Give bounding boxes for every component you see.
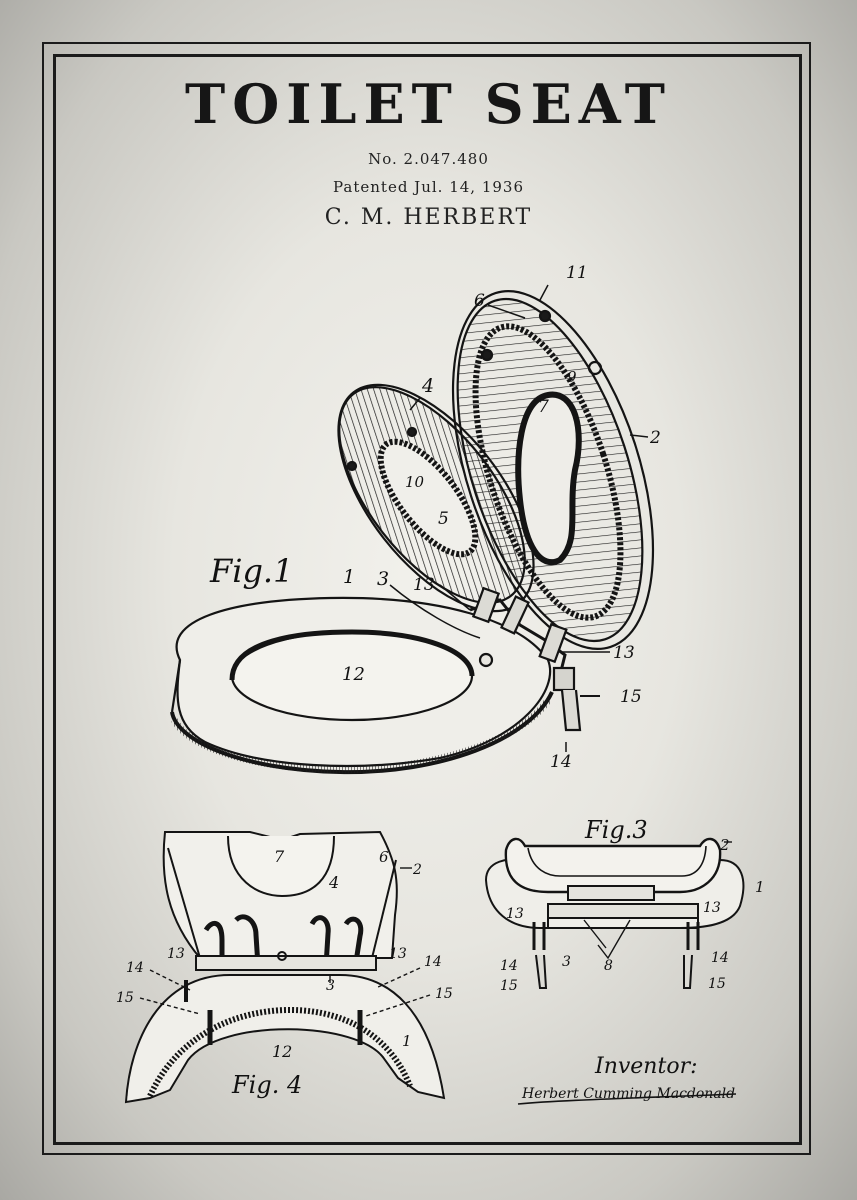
figure-3-label: Fig.3 bbox=[584, 816, 648, 844]
svg-text:13: 13 bbox=[413, 575, 435, 595]
svg-text:15: 15 bbox=[116, 990, 134, 1006]
seat-base-illustration bbox=[170, 596, 554, 775]
patent-date: Patented Jul. 14, 1936 bbox=[332, 178, 524, 196]
svg-text:9: 9 bbox=[567, 368, 577, 386]
svg-text:13: 13 bbox=[167, 946, 185, 962]
svg-text:7: 7 bbox=[274, 847, 285, 866]
svg-text:1: 1 bbox=[343, 566, 355, 588]
poster-title: TOILET SEAT bbox=[185, 72, 672, 136]
svg-text:6: 6 bbox=[474, 291, 485, 311]
figure-4-part-labels: 7 4 6 2 13 13 14 14 15 15 3 12 1 bbox=[116, 847, 453, 1061]
figure-1-label: Fig.1 bbox=[209, 552, 293, 590]
svg-text:4: 4 bbox=[328, 873, 339, 892]
svg-text:1: 1 bbox=[755, 878, 765, 896]
svg-text:3: 3 bbox=[377, 568, 389, 590]
svg-text:4: 4 bbox=[421, 375, 434, 397]
svg-text:14: 14 bbox=[126, 960, 144, 976]
svg-text:14: 14 bbox=[424, 954, 442, 970]
svg-text:13: 13 bbox=[389, 946, 407, 962]
svg-text:11: 11 bbox=[566, 263, 588, 283]
inventor-name: C. M. HERBERT bbox=[324, 205, 533, 230]
svg-text:15: 15 bbox=[435, 986, 453, 1002]
figure-1-drawing bbox=[170, 284, 655, 775]
svg-text:12: 12 bbox=[272, 1042, 292, 1061]
svg-text:14: 14 bbox=[711, 950, 729, 966]
figure-3-part-labels: 2 1 13 13 14 14 3 8 15 15 bbox=[500, 836, 765, 994]
svg-text:3: 3 bbox=[326, 978, 335, 994]
figure-3-drawing bbox=[484, 837, 745, 989]
signature-underline bbox=[517, 1093, 737, 1105]
svg-text:2: 2 bbox=[649, 428, 661, 448]
svg-text:14: 14 bbox=[500, 958, 518, 974]
svg-text:15: 15 bbox=[620, 687, 642, 707]
svg-text:13: 13 bbox=[613, 643, 635, 663]
signature-heading: Inventor: bbox=[594, 1054, 698, 1079]
inner-border bbox=[53, 54, 802, 1145]
svg-text:13: 13 bbox=[506, 906, 524, 922]
svg-text:1: 1 bbox=[402, 1032, 412, 1050]
hinge-illustration bbox=[469, 586, 600, 732]
svg-text:6: 6 bbox=[379, 848, 389, 866]
svg-text:15: 15 bbox=[708, 976, 726, 992]
figure-4-drawing bbox=[124, 830, 446, 1104]
svg-text:14: 14 bbox=[550, 752, 572, 772]
figure-1-part-labels: 11 6 2 4 9 7 10 5 1 3 13 13 15 14 12 bbox=[342, 263, 661, 772]
svg-text:15: 15 bbox=[500, 978, 518, 994]
svg-text:5: 5 bbox=[438, 509, 449, 529]
patent-number: No. 2.047.480 bbox=[368, 150, 489, 168]
svg-text:10: 10 bbox=[405, 473, 425, 491]
svg-text:2: 2 bbox=[719, 836, 730, 854]
signature-name: Herbert Cumming Macdonald bbox=[521, 1086, 735, 1102]
svg-text:8: 8 bbox=[604, 958, 613, 974]
svg-text:3: 3 bbox=[562, 954, 571, 970]
outer-border bbox=[42, 42, 811, 1155]
svg-text:2: 2 bbox=[412, 862, 422, 878]
svg-text:7: 7 bbox=[538, 397, 549, 417]
svg-text:12: 12 bbox=[342, 664, 365, 685]
svg-text:13: 13 bbox=[703, 900, 721, 916]
figure-4-label: Fig. 4 bbox=[231, 1071, 302, 1099]
